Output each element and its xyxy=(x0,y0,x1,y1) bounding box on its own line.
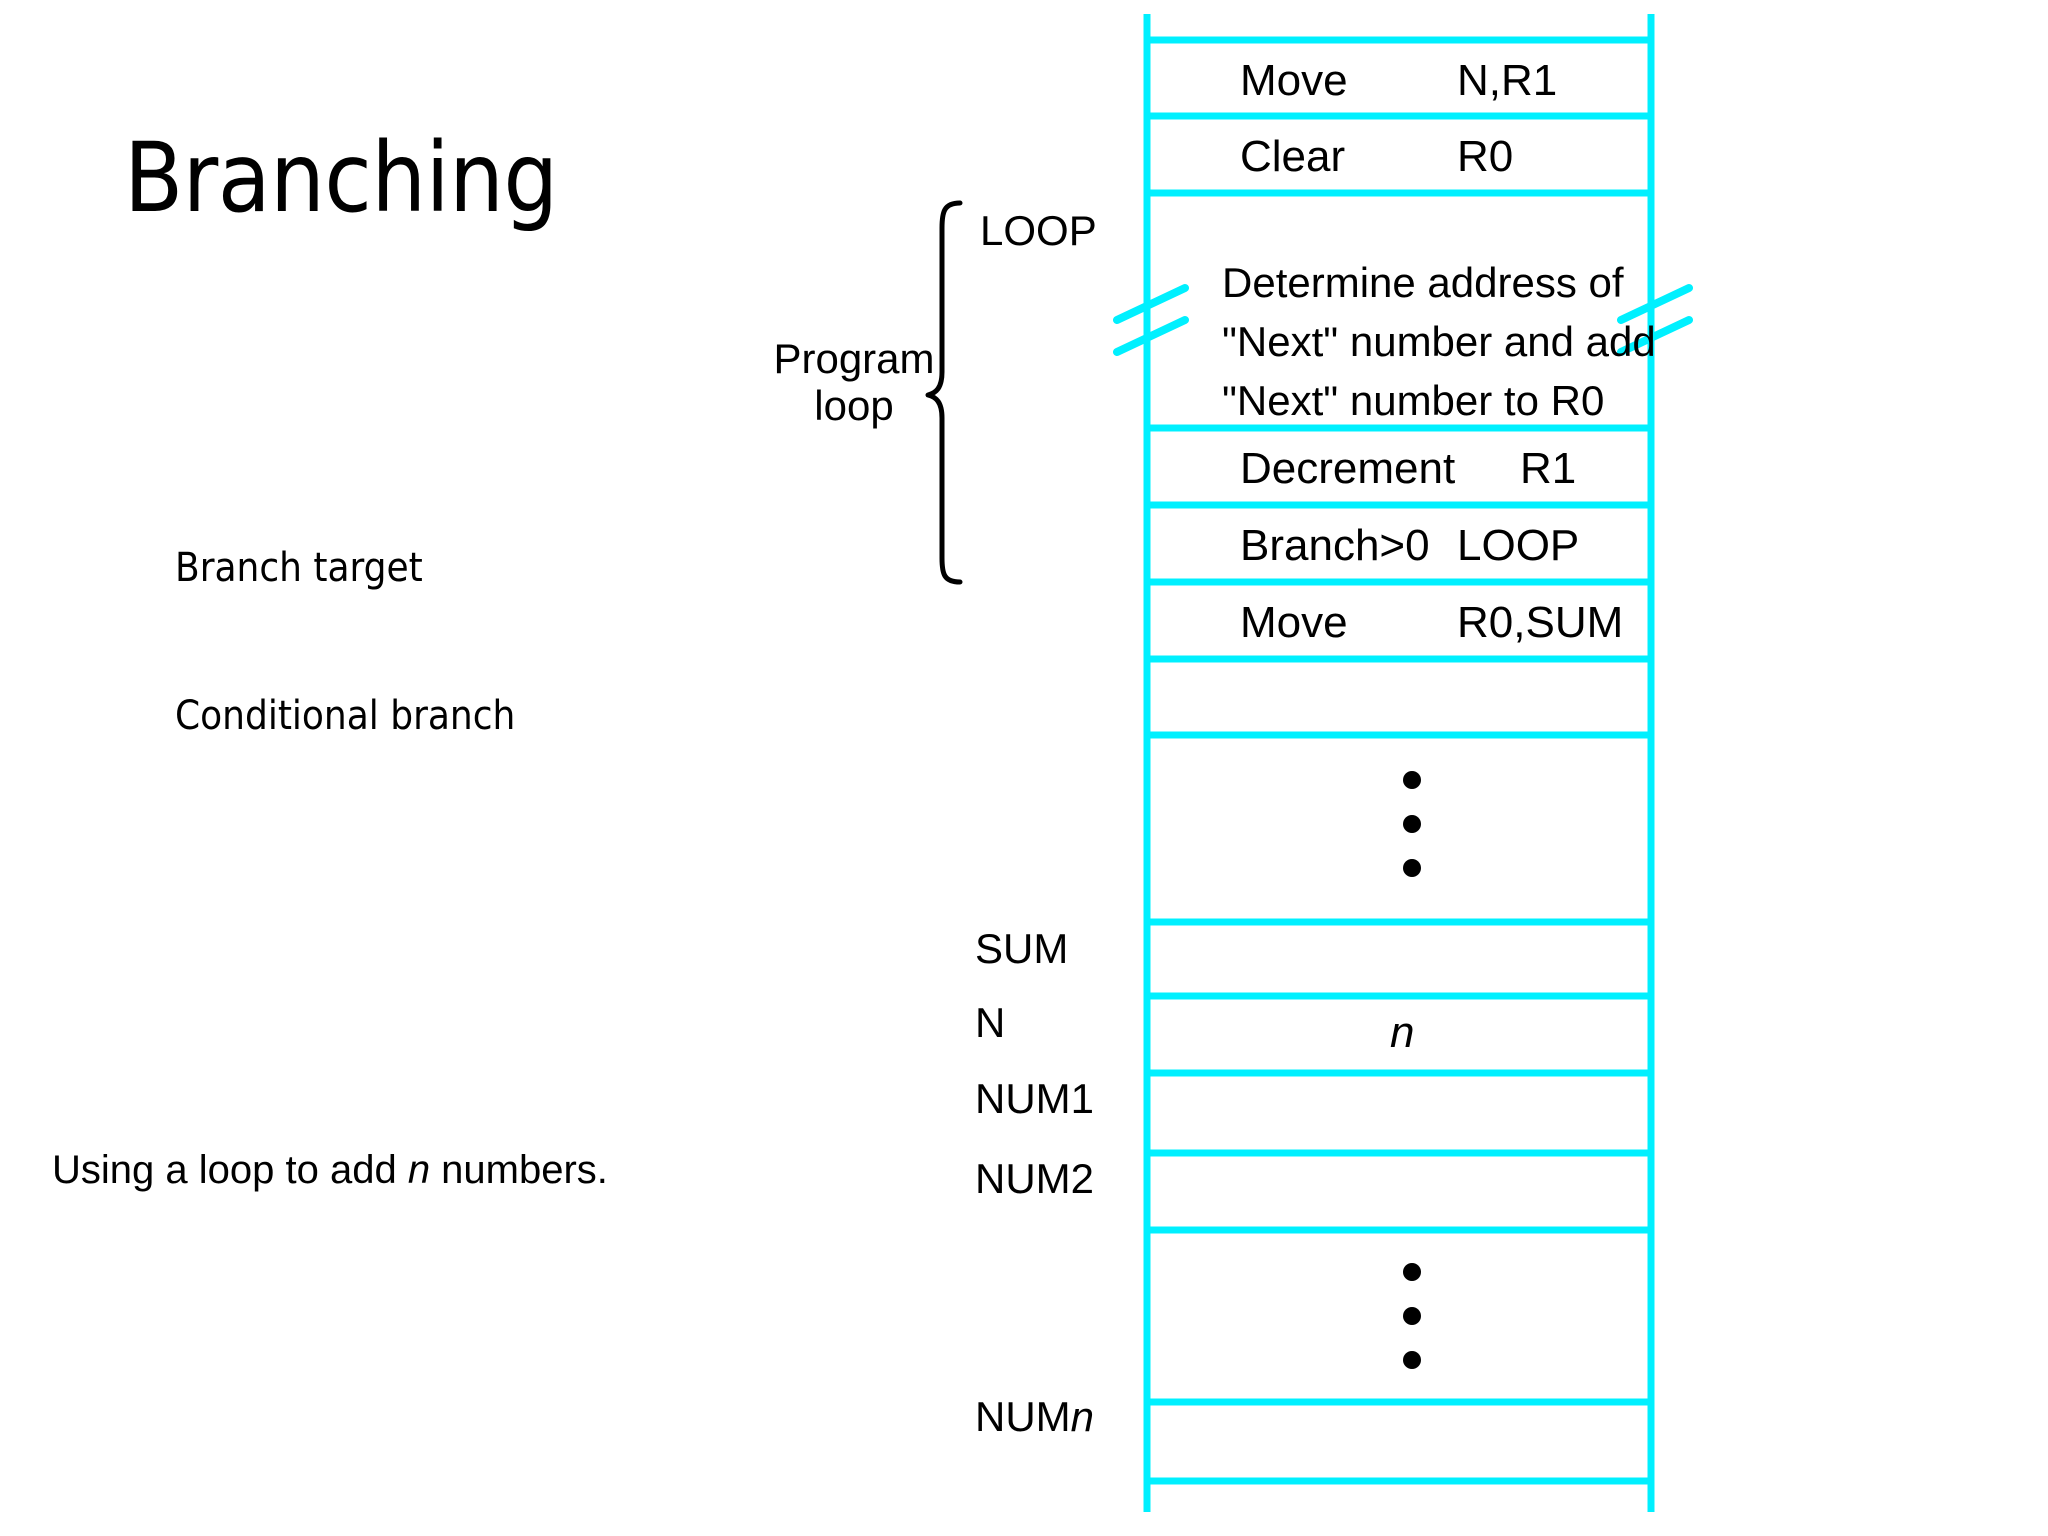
figure-caption: Using a loop to add n numbers. xyxy=(52,1148,608,1193)
cell-determine-next-line2: "Next" number and add xyxy=(1222,317,1656,365)
vdots-2-dot-2 xyxy=(1403,1307,1421,1325)
cell-branch-gt0-arg: LOOP xyxy=(1457,521,1580,570)
figure-caption-suffix: numbers. xyxy=(430,1148,608,1192)
vdots-2-dot-1 xyxy=(1403,1263,1421,1281)
vertical-dots-group-2 xyxy=(1403,1263,1421,1369)
cell-move-n-r1-op: Move xyxy=(1240,56,1348,105)
cell-decrement-r1-op: Decrement xyxy=(1240,444,1456,493)
cell-clear-r0-arg: R0 xyxy=(1457,132,1514,181)
vdots-2-dot-3 xyxy=(1403,1351,1421,1369)
cell-move-r0-sum-op: Move xyxy=(1240,598,1348,647)
figure-caption-italic-n: n xyxy=(407,1148,431,1192)
row-label-n: N xyxy=(975,999,1006,1046)
vdots-1-dot-2 xyxy=(1403,815,1421,833)
figure-caption-prefix: Using a loop to add xyxy=(52,1148,408,1192)
row-label-num2: NUM2 xyxy=(975,1155,1095,1202)
break-mark-left-upper xyxy=(1113,284,1189,324)
cell-branch-gt0-op: Branch>0 xyxy=(1240,521,1430,570)
vdots-1-dot-3 xyxy=(1403,859,1421,877)
break-mark-left-lower xyxy=(1113,316,1189,356)
row-label-numn: NUMn xyxy=(975,1393,1094,1441)
cell-move-n-r1-arg: N,R1 xyxy=(1457,56,1558,105)
vdots-1-dot-1 xyxy=(1403,771,1421,789)
cell-determine-next-line3: "Next" number to R0 xyxy=(1222,376,1605,424)
row-label-numn-prefix: NUM xyxy=(975,1393,1071,1440)
table-grid xyxy=(1143,14,1655,1512)
row-label-num1: NUM1 xyxy=(975,1075,1095,1122)
program-loop-label: Program loop xyxy=(764,335,944,429)
program-loop-label-line2: loop xyxy=(814,382,894,430)
cell-clear-r0-op: Clear xyxy=(1240,132,1346,181)
row-label-sum: SUM xyxy=(975,925,1069,972)
cell-determine-next: Determine address of "Next" number and a… xyxy=(1222,254,1656,430)
row-label-loop: LOOP xyxy=(980,207,1097,254)
cell-move-r0-sum-arg: R0,SUM xyxy=(1457,598,1624,647)
vertical-dots-group-1 xyxy=(1403,771,1421,877)
cell-determine-next-line1: Determine address of xyxy=(1222,259,1624,306)
bullet-conditional-branch: Conditional branch xyxy=(175,693,516,739)
page-title: Branching xyxy=(124,122,558,234)
cell-n-value: n xyxy=(1390,1008,1415,1057)
row-label-numn-italic-n: n xyxy=(1070,1393,1095,1440)
bullet-branch-target: Branch target xyxy=(175,545,423,591)
cell-decrement-r1-arg: R1 xyxy=(1520,444,1577,493)
program-loop-label-line1: Program xyxy=(773,335,935,382)
